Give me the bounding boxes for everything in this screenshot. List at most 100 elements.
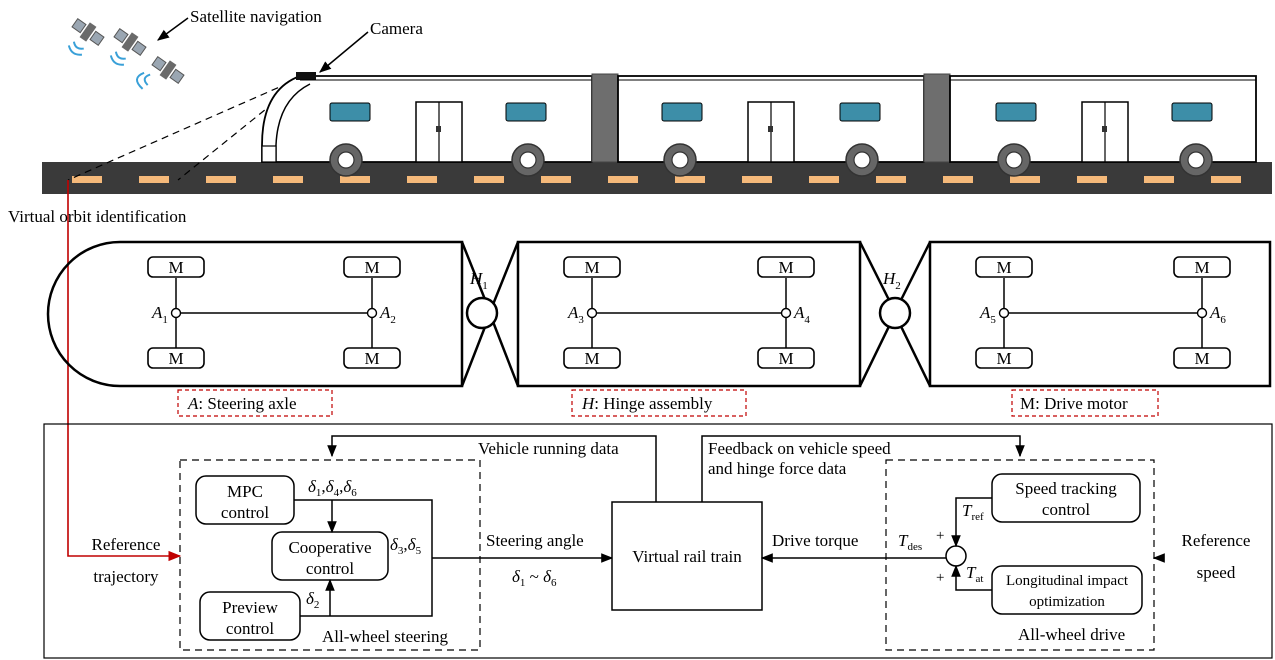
lane-mark bbox=[407, 176, 437, 183]
feedback-label-1: Feedback on vehicle speed bbox=[708, 439, 891, 458]
t-at-label: Tat bbox=[966, 563, 983, 585]
car-outline-tail bbox=[928, 240, 1272, 388]
steering-angle-label: Steering angle bbox=[486, 531, 584, 550]
motor-label: M bbox=[364, 349, 379, 368]
svg-text:Virtual rail train: Virtual rail train bbox=[632, 547, 742, 566]
lane-mark bbox=[675, 176, 705, 183]
motor-label: M bbox=[168, 349, 183, 368]
satellite-group bbox=[67, 18, 185, 90]
satellite-icon bbox=[135, 56, 185, 90]
motor-box bbox=[975, 347, 1033, 369]
virtual-orbit-label: Virtual orbit identification bbox=[8, 207, 187, 226]
steering-axle-joint bbox=[1196, 307, 1208, 319]
lane-mark bbox=[273, 176, 303, 183]
motor-box bbox=[343, 256, 401, 278]
virtual-rail-train-block bbox=[611, 501, 763, 611]
motor-box bbox=[975, 256, 1033, 278]
motor-label: M bbox=[584, 258, 599, 277]
legend-hinge-assembly bbox=[571, 389, 747, 417]
motor-box bbox=[757, 347, 815, 369]
motor-label: M bbox=[584, 349, 599, 368]
reference-label: Reference bbox=[92, 535, 161, 554]
hinge-h1 bbox=[465, 296, 499, 330]
all-wheel-steering-label: All-wheel steering bbox=[322, 627, 449, 646]
axle-label: A5 bbox=[979, 303, 996, 326]
steering-range-label: δ1 ~ δ6 bbox=[512, 567, 557, 589]
svg-text:control: control bbox=[306, 559, 354, 578]
motor-box bbox=[1173, 256, 1231, 278]
camera-label: Camera bbox=[370, 19, 423, 38]
car-outline-head bbox=[46, 240, 464, 388]
lane-mark bbox=[809, 176, 839, 183]
hinge-label: H1 bbox=[469, 269, 488, 292]
axle-label: A6 bbox=[1209, 303, 1226, 326]
lane-mark bbox=[1144, 176, 1174, 183]
satellite-navigation-label: Satellite navigation bbox=[190, 7, 322, 26]
camera-view-line bbox=[67, 77, 301, 181]
lane-mark bbox=[1077, 176, 1107, 183]
svg-text:Preview: Preview bbox=[222, 598, 278, 617]
axle-label: A1 bbox=[151, 303, 168, 326]
virtual-orbit-reference-line bbox=[67, 180, 182, 562]
motor-box bbox=[1173, 347, 1231, 369]
motor-box bbox=[147, 347, 205, 369]
lane-mark bbox=[206, 176, 236, 183]
motor-label: M bbox=[1194, 349, 1209, 368]
delta-146-label: δ1,δ4,δ6 bbox=[308, 477, 357, 499]
axle-label: A4 bbox=[793, 303, 810, 326]
motor-label: M bbox=[996, 349, 1011, 368]
lane-mark bbox=[1010, 176, 1040, 183]
reference-speed-label-2: speed bbox=[1197, 563, 1236, 582]
legend-hinge-text: H: Hinge assembly bbox=[581, 394, 713, 413]
drive-torque-label: Drive torque bbox=[772, 531, 858, 550]
vehicle-running-data-label: Vehicle running data bbox=[478, 439, 619, 458]
motor-label: M bbox=[996, 258, 1011, 277]
all-wheel-drive-label: All-wheel drive bbox=[1018, 625, 1125, 644]
lane-mark bbox=[139, 176, 169, 183]
train bbox=[261, 72, 1257, 177]
steering-axle-joint bbox=[998, 307, 1010, 319]
lane-mark bbox=[742, 176, 772, 183]
legend-motor-text: M: Drive motor bbox=[1020, 394, 1128, 413]
control-diagram: Reference trajectory MPC control Coopera… bbox=[43, 423, 1273, 659]
satellite-icon bbox=[67, 18, 105, 56]
legend-drive-motor bbox=[1011, 389, 1159, 417]
svg-text:Cooperative: Cooperative bbox=[288, 538, 371, 557]
legend-steering-axle bbox=[177, 389, 333, 417]
camera-icon bbox=[296, 72, 316, 80]
svg-text:control: control bbox=[226, 619, 274, 638]
svg-text:control: control bbox=[1042, 500, 1090, 519]
hinge-h2 bbox=[878, 296, 912, 330]
lane-markings bbox=[72, 176, 1241, 183]
svg-text:optimization: optimization bbox=[1029, 594, 1105, 610]
motor-box bbox=[343, 347, 401, 369]
motor-box bbox=[563, 256, 621, 278]
delta-2-label: δ2 bbox=[306, 589, 319, 611]
road bbox=[42, 162, 1272, 194]
lane-mark bbox=[340, 176, 370, 183]
steering-axle-joint bbox=[780, 307, 792, 319]
svg-text:+: + bbox=[936, 528, 944, 544]
car-outline-middle bbox=[516, 240, 862, 388]
motor-box bbox=[563, 347, 621, 369]
lane-mark bbox=[474, 176, 504, 183]
motor-box bbox=[757, 256, 815, 278]
delta-35-label: δ3,δ5 bbox=[390, 535, 422, 557]
steering-axle-joint bbox=[366, 307, 378, 319]
train-joint bbox=[591, 73, 619, 163]
vehicle-running-data-line bbox=[327, 435, 657, 502]
satellite-icon bbox=[109, 28, 147, 66]
motor-label: M bbox=[1194, 258, 1209, 277]
motor-label: M bbox=[778, 349, 793, 368]
motor-label: M bbox=[364, 258, 379, 277]
hinge-label: H2 bbox=[882, 269, 901, 292]
svg-text:control: control bbox=[221, 503, 269, 522]
axle-label: A2 bbox=[379, 303, 396, 326]
svg-text:MPC: MPC bbox=[227, 482, 263, 501]
reference-speed-label-1: Reference bbox=[1182, 531, 1251, 550]
motor-box bbox=[147, 256, 205, 278]
feedback-line bbox=[701, 435, 1025, 502]
